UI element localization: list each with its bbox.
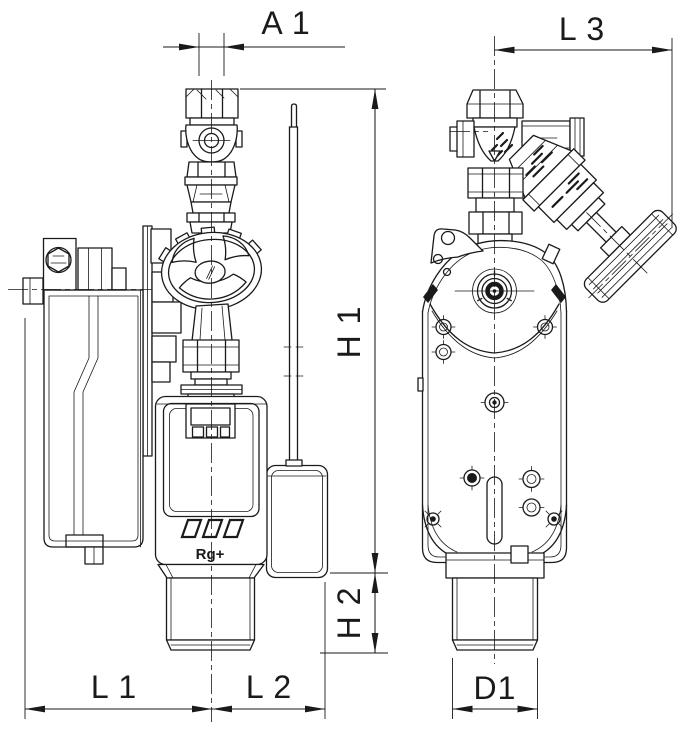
housing-body: [43, 289, 144, 548]
logo-text: Rg+: [196, 546, 225, 563]
logo-mark-2: [201, 518, 224, 539]
side-view: [417, 89, 677, 651]
connector-box: [265, 459, 329, 579]
logo-mark-3: [222, 518, 245, 539]
dim-label-h1: H 1: [331, 306, 367, 359]
dimension-l3: L 3: [494, 11, 673, 228]
dimension-h2: H 2: [320, 573, 388, 654]
tailpiece-front: [157, 563, 265, 651]
lever-bracket: [430, 228, 484, 264]
dim-label-d1: D1: [474, 670, 517, 706]
tailpiece-side: [451, 577, 539, 651]
stem-coupling-window: [185, 403, 236, 439]
dimension-d1: D1: [452, 658, 538, 719]
dimension-a1: A 1: [163, 5, 345, 76]
engraved-scale-marks: [525, 144, 553, 178]
actuator-side: [417, 228, 568, 579]
union-stack-side: [467, 167, 524, 248]
cable-gland: [285, 459, 303, 467]
valve-body-front: [150, 88, 243, 264]
pipe-stub: [22, 277, 44, 305]
angled-throttle: [508, 134, 677, 303]
dim-label-l2: L 2: [246, 669, 292, 705]
wall-bracket-housing: [22, 225, 182, 565]
union-nut-top: [185, 88, 239, 119]
housing-screws: [424, 315, 563, 528]
dimensions: A 1 L 3 H 1 H 2: [24, 5, 673, 719]
hex-bolt: [47, 247, 70, 273]
logo-mark-1: [180, 518, 203, 539]
spoke-slot-left: [171, 237, 197, 264]
dimension-h1: H 1: [240, 88, 388, 574]
dim-label-l3: L 3: [559, 11, 605, 47]
sensor-capillary-tube: [283, 103, 304, 469]
brand-logo: Rg+: [180, 518, 245, 563]
dim-label-l1: L 1: [91, 669, 137, 705]
dim-label-a1: A 1: [261, 5, 310, 41]
dimension-l1-l2: L 1 L 2: [24, 318, 326, 719]
side-port: [456, 120, 475, 158]
handwheel-hub: [194, 260, 226, 284]
cover-seam: [73, 295, 90, 536]
spoke-slot-bottom: [178, 273, 247, 300]
dim-label-h2: H 2: [331, 587, 367, 640]
front-view: Rg+: [22, 88, 329, 651]
spoke-slot-right: [222, 235, 250, 261]
centerlines: [8, 36, 495, 722]
